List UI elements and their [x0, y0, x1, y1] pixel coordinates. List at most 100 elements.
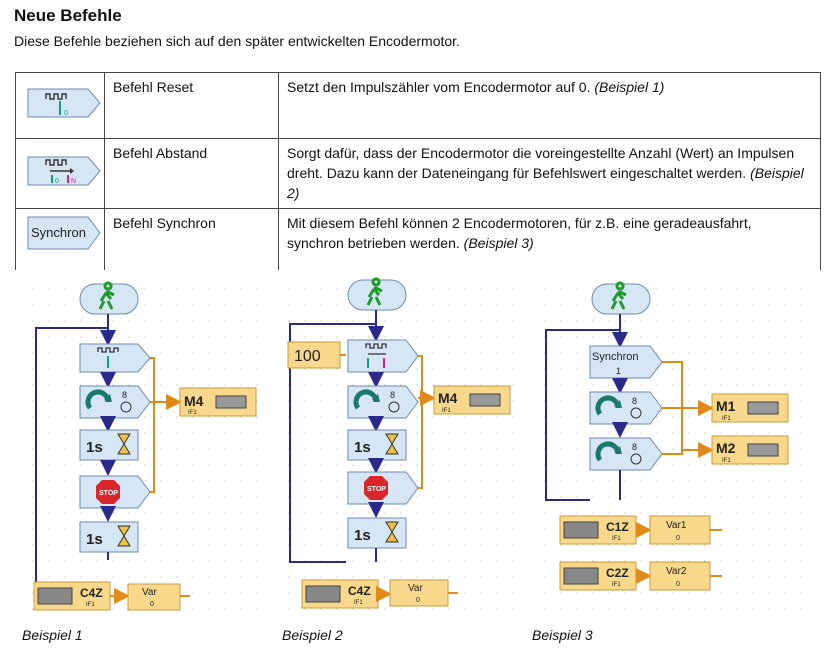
reset-block-icon: 0 — [15, 72, 105, 139]
synchron-block: Synchron 1 — [589, 345, 663, 379]
distance-block-icon: 0 N — [15, 138, 105, 209]
svg-text:Var: Var — [142, 587, 157, 598]
svg-text:C2Z: C2Z — [606, 566, 629, 580]
stop-block: STOP — [79, 475, 151, 509]
svg-text:Synchron: Synchron — [31, 225, 86, 240]
variable-block: Var2 0 — [649, 561, 711, 591]
stop-icon — [364, 476, 388, 500]
motor-step-block: 8 — [347, 385, 419, 419]
wait-block: 1s — [347, 429, 407, 461]
variable-block: Var1 0 — [649, 515, 711, 545]
example-3-diagram: Synchron 1 8 8 M1 IF1 — [545, 281, 789, 591]
svg-text:0: 0 — [676, 535, 680, 542]
svg-text:IF1: IF1 — [442, 408, 451, 414]
svg-text:C4Z: C4Z — [348, 584, 371, 598]
svg-text:0: 0 — [416, 597, 420, 604]
caption-example-3: Beispiel 3 — [532, 627, 593, 643]
intro-text: Diese Befehle beziehen sich auf den spät… — [14, 33, 460, 49]
command-desc: Sorgt dafür, dass der Encodermotor die v… — [278, 138, 821, 209]
walking-man-icon — [366, 277, 383, 306]
svg-text:IF1: IF1 — [722, 458, 731, 464]
start-block — [591, 281, 651, 315]
stop-icon — [96, 480, 120, 504]
svg-text:Synchron: Synchron — [592, 351, 638, 363]
hourglass-icon — [117, 433, 131, 455]
walking-man-icon — [98, 281, 115, 310]
motor-step-block: 8 — [79, 385, 151, 419]
command-name: Befehl Reset — [104, 72, 279, 139]
counter-input: C4Z IF1 — [301, 579, 379, 609]
svg-text:1s: 1s — [86, 439, 103, 456]
svg-text:STOP: STOP — [367, 486, 386, 493]
svg-text:0: 0 — [55, 178, 59, 185]
svg-text:0: 0 — [64, 110, 68, 117]
value-input: 100 — [287, 341, 341, 369]
reset-block — [79, 343, 151, 373]
command-name: Befehl Abstand — [104, 138, 279, 209]
wait-block: 1s — [347, 517, 407, 549]
svg-text:IF1: IF1 — [612, 582, 621, 588]
hourglass-icon — [385, 433, 399, 455]
svg-text:1s: 1s — [354, 527, 371, 544]
motor-output: M4 IF1 — [179, 387, 257, 417]
motor-icon — [215, 395, 247, 409]
svg-text:IF1: IF1 — [722, 416, 731, 422]
motor-icon — [747, 443, 779, 457]
example-2-diagram: 100 8 1s STOP — [287, 277, 511, 609]
svg-text:M4: M4 — [438, 390, 458, 406]
svg-text:C1Z: C1Z — [606, 520, 629, 534]
svg-text:1s: 1s — [86, 531, 103, 548]
svg-text:C4Z: C4Z — [80, 586, 103, 600]
svg-text:8: 8 — [390, 390, 395, 400]
svg-text:M2: M2 — [716, 440, 736, 456]
command-desc: Setzt den Impulszähler vom Encodermotor … — [278, 72, 821, 139]
caption-example-2: Beispiel 2 — [282, 627, 343, 643]
hourglass-icon — [385, 521, 399, 543]
svg-text:IF1: IF1 — [188, 410, 197, 416]
svg-text:1s: 1s — [354, 439, 371, 456]
svg-text:N: N — [71, 178, 76, 185]
motor-icon — [747, 401, 779, 415]
table-row: 0 N Befehl Abstand Sorgt dafür, dass der… — [15, 138, 821, 209]
command-table: 0 Befehl Reset Setzt den Impulszähler vo… — [15, 72, 821, 270]
page-title: Neue Befehle — [14, 6, 122, 25]
svg-text:100: 100 — [294, 348, 321, 365]
svg-text:IF1: IF1 — [354, 600, 363, 606]
command-name: Befehl Synchron — [104, 208, 279, 270]
svg-text:0: 0 — [676, 581, 680, 588]
svg-text:0: 0 — [150, 601, 154, 608]
start-block — [79, 281, 139, 315]
svg-text:IF1: IF1 — [612, 536, 621, 542]
counter-input: C1Z IF1 — [559, 515, 637, 545]
table-row: 0 Befehl Reset Setzt den Impulszähler vo… — [15, 72, 821, 139]
variable-block: Var 0 — [389, 579, 449, 607]
command-desc: Mit diesem Befehl können 2 Encodermotore… — [278, 208, 821, 270]
svg-text:1: 1 — [616, 366, 621, 376]
counter-input: C2Z IF1 — [559, 561, 637, 591]
encoder-icon — [563, 567, 599, 585]
walking-man-icon — [610, 281, 627, 310]
svg-text:STOP: STOP — [99, 490, 118, 497]
motor-output: M2 IF1 — [711, 435, 789, 465]
motor-step-block: 8 — [589, 437, 663, 471]
svg-text:Var1: Var1 — [666, 520, 687, 531]
encoder-icon — [563, 521, 599, 539]
svg-text:IF1: IF1 — [86, 602, 95, 608]
svg-text:8: 8 — [632, 442, 637, 452]
table-row: Synchron Befehl Synchron Mit diesem Befe… — [15, 208, 821, 270]
caption-example-1: Beispiel 1 — [22, 627, 83, 643]
svg-text:M1: M1 — [716, 398, 736, 414]
stop-block: STOP — [347, 471, 419, 505]
start-block — [347, 277, 407, 311]
motor-step-block: 8 — [589, 391, 663, 425]
counter-input: C4Z IF1 — [33, 581, 111, 611]
encoder-icon — [37, 587, 73, 605]
example-diagrams: 8 1s STOP 1s M4 IF1 — [20, 276, 810, 618]
motor-icon — [469, 393, 501, 407]
svg-text:8: 8 — [122, 390, 127, 400]
svg-text:Var2: Var2 — [666, 566, 687, 577]
variable-block: Var 0 — [127, 583, 181, 611]
synchron-block-icon: Synchron — [15, 208, 105, 270]
distance-block — [347, 339, 419, 373]
hourglass-icon — [117, 525, 131, 547]
